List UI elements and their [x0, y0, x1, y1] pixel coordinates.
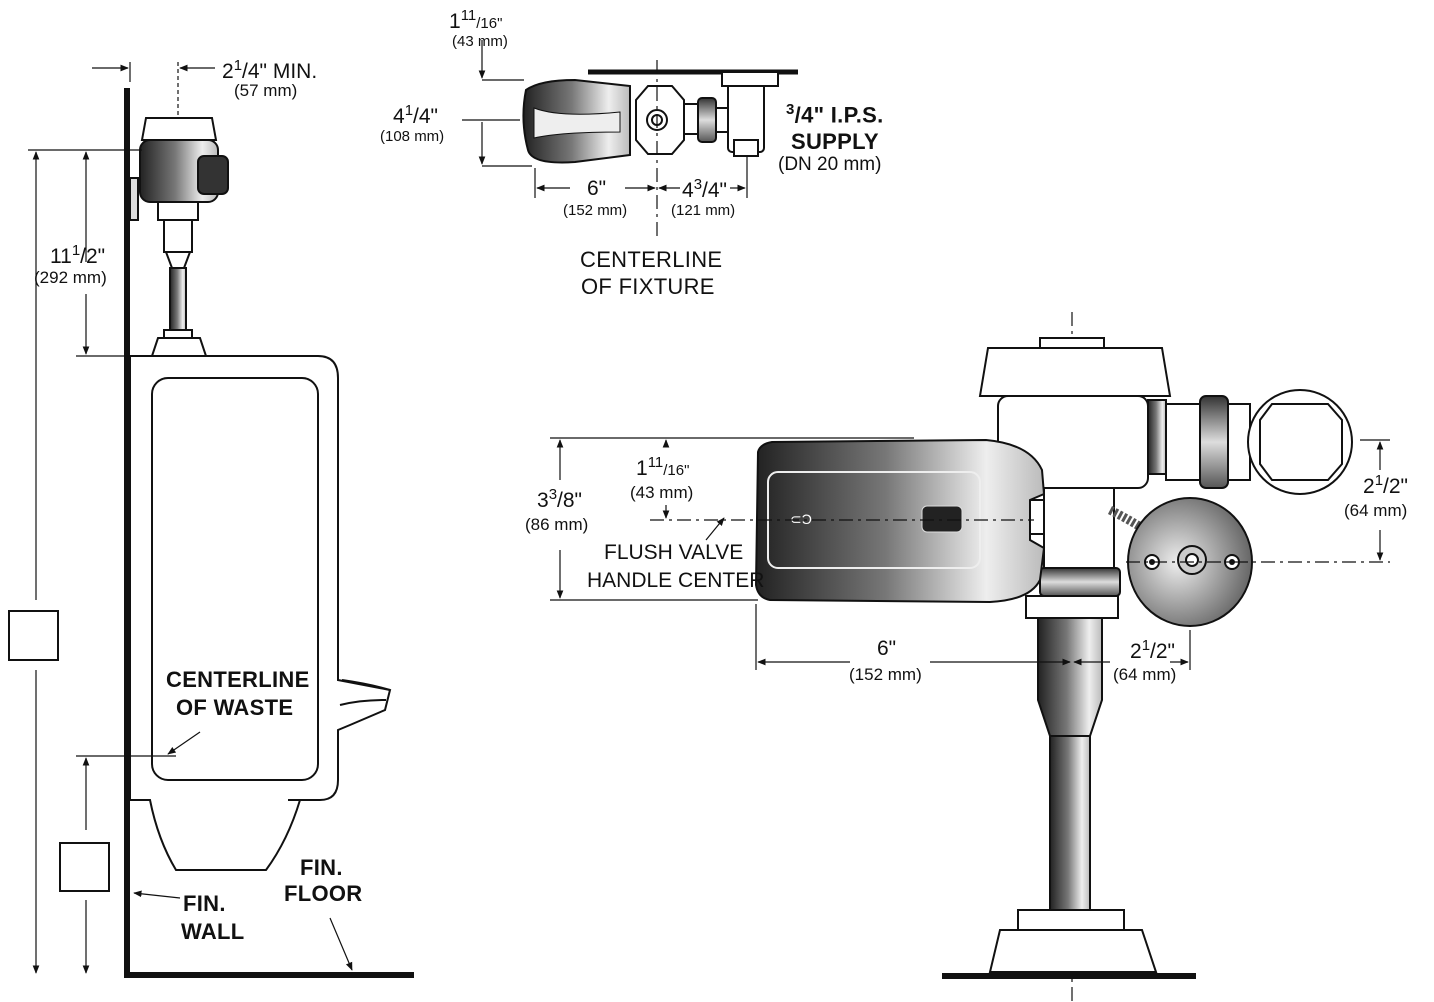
side-view	[8, 62, 414, 978]
dim-depth-whole: 4	[393, 105, 405, 128]
fin-wall-label-2: WALL	[181, 919, 245, 944]
centerline-waste-label-2: OF WASTE	[176, 695, 294, 720]
dim-width-mm: (152 mm)	[849, 665, 922, 684]
dimension-box-lower	[59, 842, 110, 892]
dim-wall-num: 1	[1141, 637, 1151, 654]
sensor-window	[921, 505, 963, 533]
dim-height-mm: (292 mm)	[34, 268, 107, 287]
dim-body-whole: 3	[537, 489, 549, 512]
dim-handle-mm: (43 mm)	[630, 483, 694, 502]
dim-offset-mm: (64 mm)	[1344, 501, 1408, 520]
dim-height-whole: 11	[50, 245, 72, 268]
dim-height: 111/2"	[50, 243, 105, 268]
dim-handle: 111/16"	[636, 455, 689, 480]
dim-depth-num: 1	[404, 102, 414, 119]
supply-label-1: 3/4" I.P.S.	[786, 101, 884, 128]
dim-min-clearance: 21/4" MIN.	[222, 58, 317, 83]
dim-wall-rest: /2"	[1150, 640, 1175, 663]
dim-right-num: 3	[693, 176, 703, 193]
dim-left: 6"	[587, 177, 607, 200]
dim-body-num: 3	[548, 486, 558, 503]
dim-wall-offset: 21/2"	[1130, 638, 1175, 663]
dim-offset-num: 1	[1374, 472, 1384, 489]
dim-handle-rest: /16"	[663, 462, 690, 479]
flush-valve-side	[129, 117, 229, 357]
dim-depth-rest: /4"	[413, 105, 438, 128]
fin-floor-label-1: FIN.	[300, 855, 343, 880]
flush-valve-label-2: HANDLE CENTER	[587, 569, 765, 592]
dim-offset: 21/2"	[1363, 473, 1408, 498]
urinal-body	[129, 355, 392, 871]
dim-offset-whole: 2	[1363, 475, 1375, 498]
front-view: ⊂Ͻ	[550, 312, 1390, 1002]
dim-right-whole: 4	[682, 179, 694, 202]
dim-top-clearance: 111/16"	[449, 8, 502, 33]
dim-depth-mm: (108 mm)	[380, 128, 445, 145]
dim-top-whole: 1	[449, 10, 461, 33]
dimension-box-upper	[8, 610, 59, 661]
dim-top-num: 11	[460, 7, 477, 24]
valve-cover	[978, 347, 1172, 397]
dim-min-num: 1	[233, 57, 243, 74]
dim-body-mm: (86 mm)	[525, 515, 589, 534]
dim-body-height: 33/8"	[537, 487, 582, 512]
supply-num: 3	[786, 101, 795, 118]
dim-right-mm: (121 mm)	[671, 202, 736, 219]
dim-width: 6"	[877, 637, 897, 660]
dim-right: 43/4"	[682, 177, 727, 202]
dim-depth: 41/4"	[393, 103, 438, 128]
dim-wall-mm: (64 mm)	[1113, 665, 1177, 684]
supply-rest: /4" I.P.S.	[794, 102, 884, 128]
dim-handle-whole: 1	[636, 457, 648, 480]
dim-wall-whole: 2	[1130, 640, 1142, 663]
supply-label-2: SUPPLY	[791, 129, 879, 154]
dim-top-mm: (43 mm)	[452, 33, 508, 50]
dim-min-whole: 2	[222, 60, 234, 83]
centerline-waste-label-1: CENTERLINE	[166, 667, 310, 692]
dim-min-mm: (57 mm)	[234, 81, 298, 100]
vacuum-breaker-tube	[1049, 735, 1091, 911]
centerline-fixture-label-1: CENTERLINE	[580, 247, 723, 272]
dim-offset-rest: /2"	[1383, 475, 1408, 498]
top-view	[462, 40, 798, 240]
dim-handle-num: 11	[647, 454, 664, 471]
dim-right-rest: /4"	[702, 179, 727, 202]
flush-valve-label-1: FLUSH VALVE	[604, 541, 744, 564]
logo-mark-icon: ⊂Ͻ	[790, 511, 812, 527]
dim-left-mm: (152 mm)	[563, 202, 628, 219]
fin-wall-label-1: FIN.	[183, 891, 226, 916]
dim-body-rest: /8"	[557, 489, 582, 512]
dim-height-num: 1	[71, 242, 81, 259]
dim-height-rest: /2"	[80, 245, 106, 268]
supply-label-3: (DN 20 mm)	[778, 154, 882, 175]
dim-min-rest: /4" MIN.	[242, 60, 318, 83]
centerline-fixture-label-2: OF FIXTURE	[581, 274, 715, 299]
fin-floor-label-2: FLOOR	[284, 881, 363, 906]
dim-top-rest: /16"	[476, 15, 503, 32]
